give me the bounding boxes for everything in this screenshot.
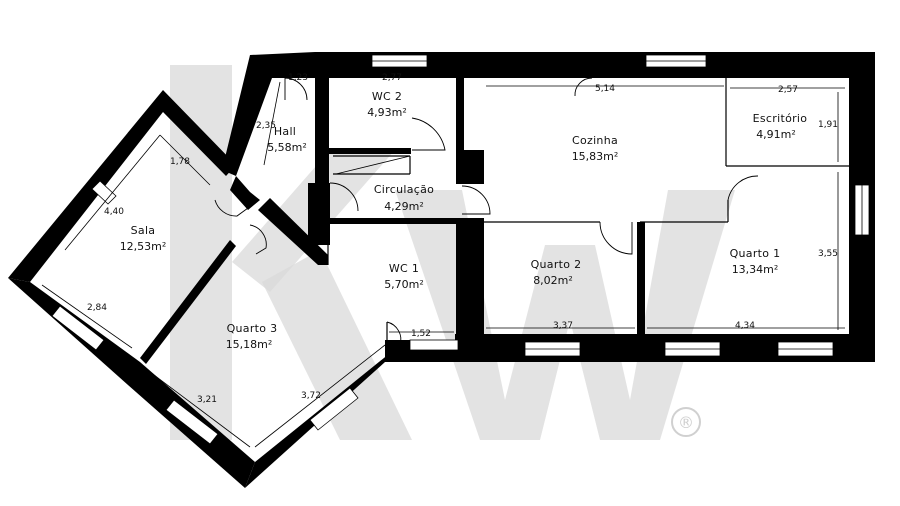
room-name-hall: Hall — [274, 125, 296, 138]
doors — [214, 63, 801, 346]
room-name-quarto3: Quarto 3 — [227, 322, 278, 335]
watermark-w — [395, 190, 735, 440]
dim-1-52: 1,52 — [411, 329, 431, 339]
room-name-quarto1: Quarto 1 — [730, 247, 781, 260]
wall-q2-q1 — [637, 222, 645, 334]
room-area-wc1: 5,70m² — [384, 278, 424, 291]
dim-3-37: 3,37 — [553, 321, 573, 331]
wall-circ-bottom — [329, 218, 457, 224]
room-area-quarto1: 13,34m² — [732, 263, 779, 276]
door-wc1 — [386, 321, 402, 346]
window-wc1 — [409, 339, 459, 351]
watermark-k-leg — [262, 250, 412, 440]
room-name-cozinha: Cozinha — [572, 134, 618, 147]
room-area-quarto2: 8,02m² — [533, 274, 573, 287]
watermark-registered-mark: ® — [678, 413, 694, 432]
dimension-lines — [41, 75, 845, 448]
wall-wc1-right — [456, 218, 484, 336]
wall-wc2-right — [456, 78, 464, 150]
dim-2-77: 2,77 — [382, 73, 402, 83]
room-name-wc1: WC 1 — [389, 262, 419, 275]
door-quarto2 — [599, 221, 633, 255]
door-sala — [214, 199, 249, 217]
door-quarto1 — [727, 175, 759, 201]
room-area-cozinha: 15,83m² — [572, 150, 619, 163]
dim-2-84: 2,84 — [87, 303, 107, 313]
room-name-escritorio: Escritório — [753, 112, 808, 125]
dim-3-21: 3,21 — [197, 395, 217, 405]
wall-sala-quarto3 — [140, 240, 236, 364]
room-name-circulacao: Circulação — [374, 183, 434, 196]
room-area-wc2: 4,93m² — [367, 106, 407, 119]
wall-sala-bottom — [8, 278, 255, 488]
wall-sala-top — [8, 90, 236, 282]
room-labels: Hall 5,58m² WC 2 4,93m² Cozinha 15,83m² … — [120, 90, 808, 351]
watermark-registered-circle — [671, 407, 701, 437]
room-name-quarto2: Quarto 2 — [531, 258, 582, 271]
dim-4-34: 4,34 — [735, 321, 755, 331]
dim-2-57: 2,57 — [778, 85, 798, 95]
windows — [51, 54, 870, 445]
wall-wc2-bottom — [329, 148, 411, 154]
door-cozinha-top — [574, 64, 593, 97]
window-quarto3-b — [309, 387, 359, 431]
dim-4-40: 4,40 — [104, 207, 124, 217]
window-sala-bottom — [51, 305, 105, 351]
dim-1-91: 1,91 — [818, 120, 838, 130]
circulacao-hatch — [333, 155, 411, 175]
dim-5-14: 5,14 — [595, 84, 615, 94]
room-area-circulacao: 4,29m² — [384, 200, 424, 213]
dim-3-55: 3,55 — [818, 249, 838, 259]
window-sala-top — [91, 180, 117, 205]
wall-hall-sala — [230, 176, 260, 210]
dim-1-23: 1,23 — [288, 73, 308, 83]
room-area-escritorio: 4,91m² — [756, 128, 796, 141]
wall-column — [456, 150, 484, 184]
door-circ-cozinha — [461, 185, 491, 215]
room-area-quarto3: 15,18m² — [226, 338, 273, 351]
door-escritorio — [769, 63, 801, 79]
wall-hall-top — [222, 52, 315, 176]
door-circ — [329, 182, 359, 212]
dimension-labels: 1,23 2,77 5,14 2,57 2,35 1,91 1,78 4,40 … — [87, 73, 838, 405]
door-hall-entry — [284, 77, 308, 101]
door-quarto3 — [249, 224, 267, 255]
room-name-wc2: WC 2 — [372, 90, 402, 103]
dim-3-72: 3,72 — [301, 391, 321, 401]
wall-hall-right — [315, 78, 329, 183]
window-quarto3-a — [165, 399, 219, 445]
room-area-sala: 12,53m² — [120, 240, 167, 253]
dim-2-35: 2,35 — [256, 121, 276, 131]
dim-1-78: 1,78 — [170, 157, 190, 167]
interior-walls — [140, 78, 849, 364]
room-area-hall: 5,58m² — [267, 141, 307, 154]
wall-hall-quarto3 — [258, 198, 328, 265]
wall-circ-left — [308, 183, 330, 245]
door-wc2 — [411, 117, 446, 151]
room-name-sala: Sala — [131, 224, 156, 237]
